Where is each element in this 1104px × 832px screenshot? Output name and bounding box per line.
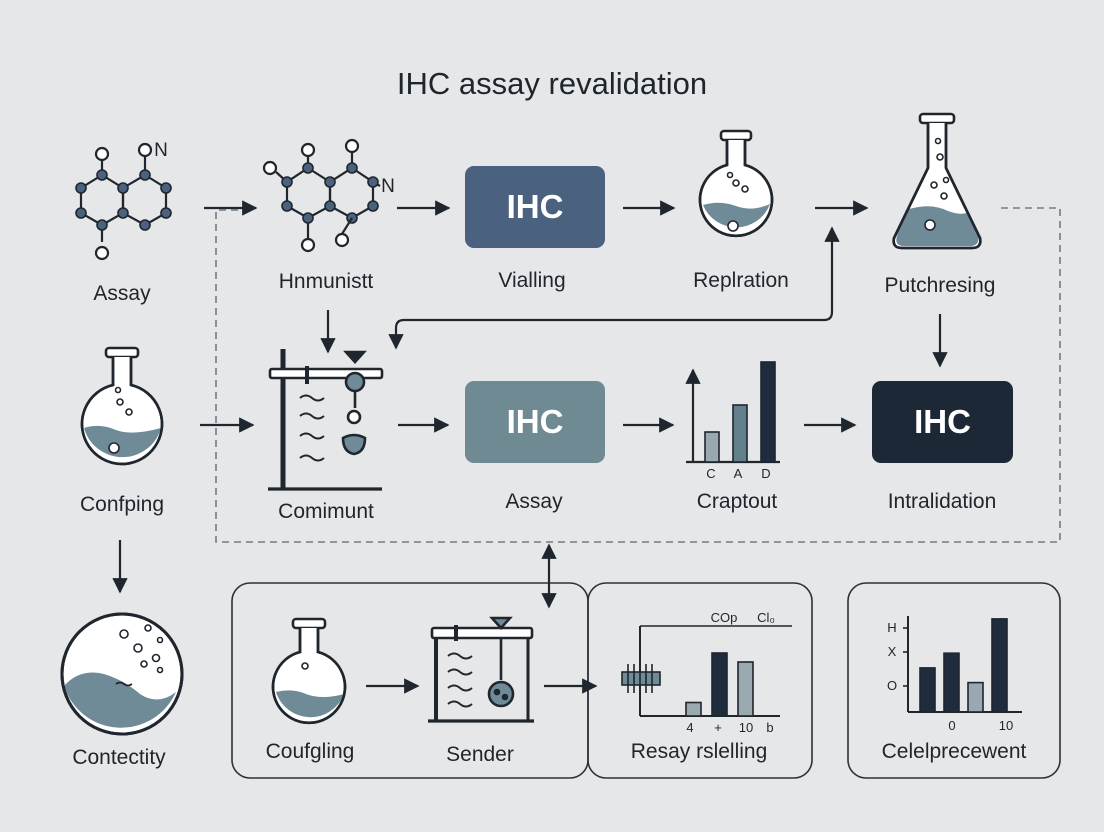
- label-comimunt: Comimunt: [278, 500, 374, 523]
- chart2-tick-label: b: [766, 720, 774, 735]
- ihc-box-assay: IHC: [465, 381, 605, 463]
- chart2-tick-label: +: [714, 720, 722, 735]
- nitrogen-label: N: [381, 176, 395, 197]
- chart3-y-tick-label: H: [887, 620, 897, 635]
- label-confping: Confping: [79, 493, 165, 516]
- label-assay-2: Assay: [505, 490, 563, 513]
- bar-chart-icon: [685, 361, 780, 464]
- panel-right: [847, 582, 1061, 779]
- label-craptout: Craptout: [696, 490, 778, 513]
- label-replration: Replration: [693, 269, 789, 292]
- round-flask-icon: [80, 346, 164, 466]
- molecule-icon: [75, 142, 172, 261]
- label-hnmunistt: Hnmunistt: [278, 270, 374, 293]
- chart2-bar: [737, 661, 754, 717]
- label-vialling: Vialling: [498, 269, 566, 292]
- petri-dish-icon: [60, 612, 184, 736]
- label-celelprecewent: Celelprecewent: [881, 740, 1027, 763]
- label-assay: Assay: [93, 282, 151, 305]
- ihc-box-intralidation: IHC: [872, 381, 1013, 463]
- label-contectity: Contectity: [72, 746, 166, 769]
- chart2-legend-label: COp: [710, 610, 738, 625]
- dashed-frame: [215, 207, 1061, 543]
- chart2-tick-label: 4: [686, 720, 694, 735]
- lab-stand-icon: [428, 616, 534, 723]
- bar-chart-icon: [903, 616, 1022, 713]
- chart3-bar: [919, 667, 936, 713]
- bar-chart-icon: [621, 625, 792, 717]
- label-putchresing: Putchresing: [884, 274, 996, 297]
- chart2-bar: [711, 652, 728, 717]
- chart2-legend-label: Cl₀: [757, 610, 775, 625]
- chart3-y-tick-label: X: [887, 644, 897, 659]
- chart1-bar: [732, 404, 748, 463]
- chart1-tick-label: C: [706, 466, 716, 481]
- chart2-tick-label: 10: [738, 720, 754, 735]
- chart3-x-tick-label: 10: [998, 718, 1014, 733]
- label-sender: Sender: [446, 743, 514, 766]
- molecule-icon: [262, 138, 381, 253]
- chart1-tick-label: A: [733, 466, 743, 481]
- erlenmeyer-flask-icon: [892, 112, 982, 250]
- flow-arrows: [112, 200, 948, 694]
- ihc-box-vialling: IHC: [465, 166, 605, 248]
- lab-stand-icon: [268, 349, 384, 491]
- diagram-title: IHC assay revalidation: [396, 66, 708, 101]
- label-resay-rslelling: Resay rslelling: [630, 740, 768, 763]
- round-flask-icon: [698, 129, 774, 238]
- chart2-bar: [685, 701, 702, 717]
- chart1-bar: [704, 431, 720, 463]
- label-intralidation: Intralidation: [887, 490, 997, 513]
- label-coufgling: Coufgling: [265, 740, 355, 763]
- round-flask-icon: [271, 617, 347, 725]
- chart3-y-tick-label: O: [886, 678, 898, 693]
- chart3-bar: [943, 652, 960, 713]
- chart3-bar: [991, 618, 1008, 713]
- chart3-bar: [967, 681, 984, 713]
- chart3-x-tick-label: 0: [948, 718, 956, 733]
- chart1-bar: [760, 361, 776, 463]
- nitrogen-label: N: [154, 140, 168, 161]
- chart1-tick-label: D: [761, 466, 771, 481]
